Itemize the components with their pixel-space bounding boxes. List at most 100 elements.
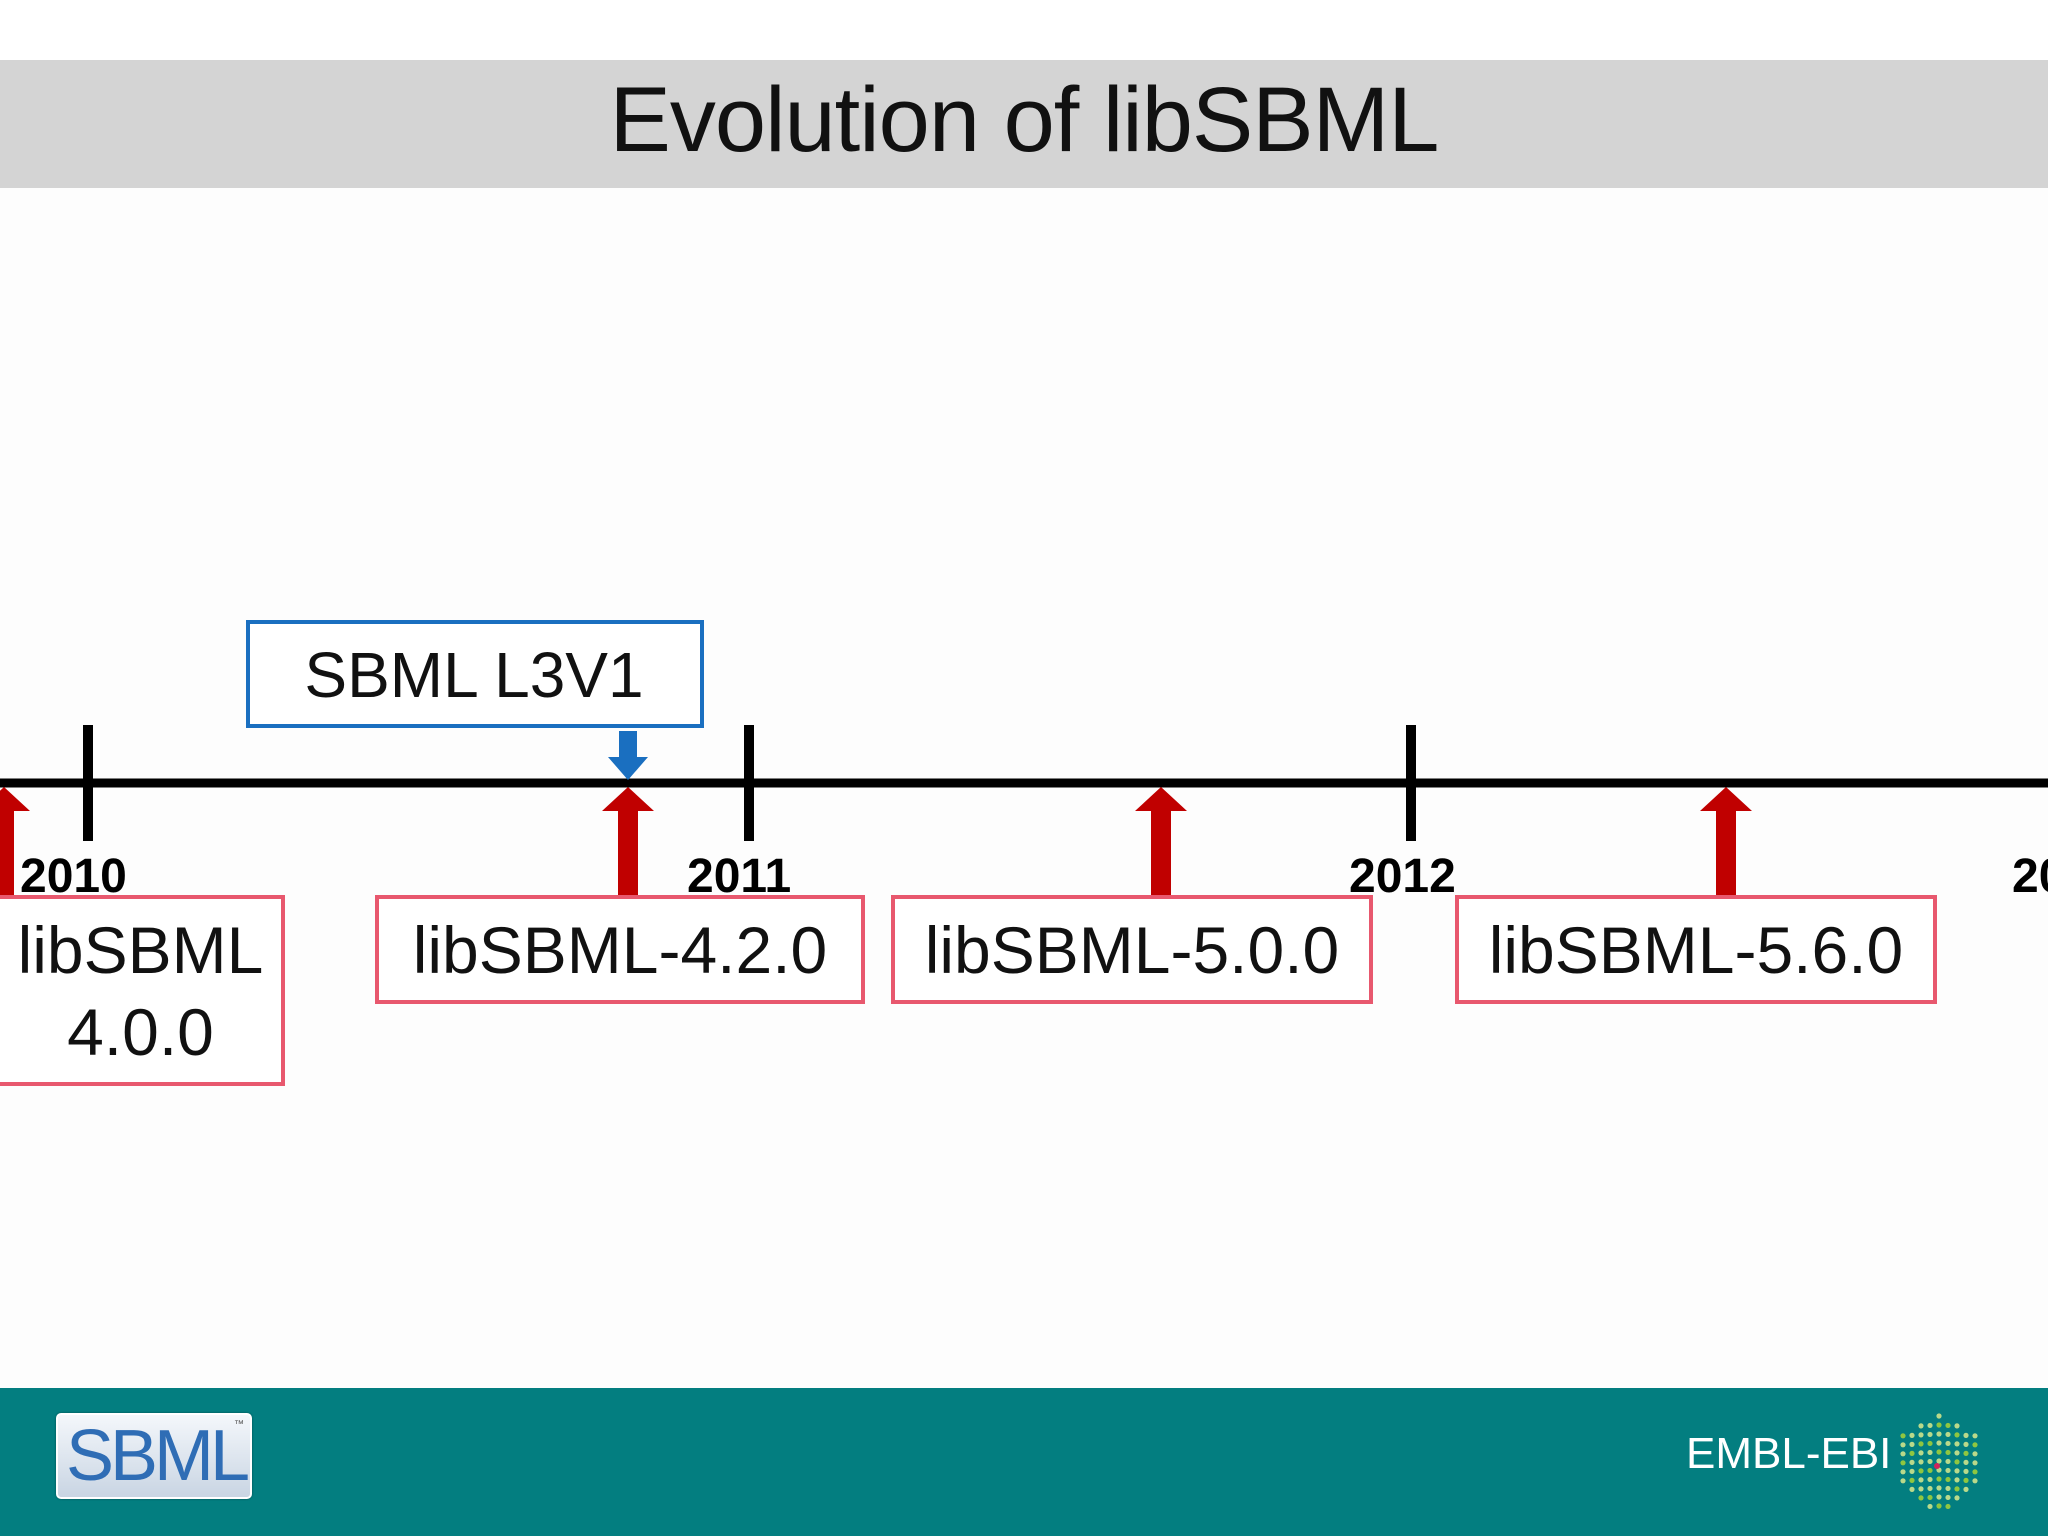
- year-label: 2012: [1349, 850, 1456, 903]
- sbml-logo-text: SBML: [66, 1416, 250, 1496]
- hexagon-dot: [1936, 1422, 1942, 1428]
- hexagon-dot: [1927, 1476, 1933, 1483]
- hexagon-dot: [1963, 1486, 1969, 1492]
- hexagon-dot: [1972, 1451, 1978, 1457]
- hexagon-dot: [1972, 1442, 1978, 1448]
- hexagon-dot: [1927, 1494, 1933, 1501]
- hexagon-dot: [1963, 1477, 1969, 1483]
- hexagon-dot: [1936, 1485, 1942, 1491]
- year-label: 20: [2012, 850, 2048, 903]
- hexagon-dot: [1954, 1495, 1960, 1501]
- hexagon-dot: [1963, 1441, 1969, 1447]
- hexagon-dot: [1963, 1459, 1969, 1465]
- hexagon-dot: [1918, 1486, 1924, 1492]
- release-box: [375, 895, 865, 1004]
- spec-release-arrow: [608, 731, 648, 780]
- hexagon-dot: [1936, 1440, 1942, 1446]
- hexagon-dot: [1927, 1431, 1933, 1438]
- slide-title: Evolution of libSBML: [609, 69, 1440, 171]
- hexagon-dot: [1909, 1477, 1915, 1483]
- year-label: 2010: [20, 850, 127, 903]
- hexagon-dot: [1945, 1494, 1951, 1501]
- hexagon-dot: [1927, 1467, 1933, 1474]
- sbml-logo: SBML ™: [56, 1413, 252, 1499]
- hexagon-dot: [1972, 1433, 1978, 1439]
- hexagon-dot: [1927, 1503, 1933, 1510]
- hexagon-dot: [1909, 1450, 1915, 1456]
- hexagon-dot: [1945, 1503, 1951, 1510]
- hexagon-dot: [1936, 1449, 1942, 1455]
- hexagon-dot: [1918, 1441, 1924, 1447]
- release-label: libSBML: [18, 913, 264, 987]
- hexagon-dot: [1954, 1450, 1960, 1456]
- hexagon-dot: [1927, 1422, 1933, 1429]
- hexagon-dot: [1954, 1477, 1960, 1483]
- hexagon-dot: [1963, 1450, 1969, 1456]
- hexagon-dot: [1918, 1423, 1924, 1429]
- hexagon-dot: [1909, 1459, 1915, 1465]
- hexagon-dot: [1945, 1431, 1951, 1438]
- hexagon-dot: [1936, 1503, 1942, 1509]
- release-arrow: [0, 787, 30, 903]
- hexagon-dot: [1945, 1422, 1951, 1429]
- release-label: 4.0.0: [67, 995, 214, 1069]
- hexagon-dot: [1918, 1432, 1924, 1438]
- hexagon-dot: [1945, 1440, 1951, 1447]
- trademark-mark: ™: [234, 1419, 244, 1430]
- hexagon-dot: [1927, 1449, 1933, 1456]
- release-box: [1455, 895, 1937, 1004]
- hexagon-dot: [1927, 1485, 1933, 1492]
- hexagon-dot: [1936, 1431, 1942, 1437]
- embl-ebi-hexagon-icon: [1900, 1413, 1978, 1510]
- release-label: libSBML-5.0.0: [925, 913, 1340, 987]
- release-box: [0, 895, 285, 1086]
- release-arrow: [1135, 787, 1187, 903]
- hexagon-dot: [1909, 1468, 1915, 1474]
- footer-bar: SBML ™ EMBL-EBI: [0, 1388, 2048, 1536]
- hexagon-accent-dot: [1934, 1463, 1940, 1469]
- hexagon-dot: [1945, 1458, 1951, 1465]
- spec-release-box: [246, 620, 704, 728]
- hexagon-dot: [1936, 1494, 1942, 1500]
- hexagon-dot: [1945, 1449, 1951, 1456]
- hexagon-dot: [1972, 1460, 1978, 1466]
- timeline-diagram: 2010 2011 2012 20 libSBML 4.0.0 libSBML-4.2.0 l…: [0, 620, 2048, 1086]
- hexagon-dot: [1963, 1468, 1969, 1474]
- hexagon-dot: [1900, 1469, 1906, 1475]
- hexagon-dot: [1954, 1486, 1960, 1492]
- release-box: [891, 895, 1373, 1004]
- hexagon-dot: [1945, 1476, 1951, 1483]
- hexagon-dot: [1945, 1467, 1951, 1474]
- hexagon-dot: [1918, 1495, 1924, 1501]
- hexagon-dot: [1918, 1477, 1924, 1483]
- hexagon-dot: [1954, 1423, 1960, 1429]
- hexagon-dot: [1918, 1450, 1924, 1456]
- hexagon-dot: [1900, 1442, 1906, 1448]
- hexagon-dot: [1927, 1440, 1933, 1447]
- spec-release-label: SBML L3V1: [304, 639, 643, 711]
- release-label: libSBML-4.2.0: [413, 913, 828, 987]
- hexagon-dot: [1918, 1468, 1924, 1474]
- hexagon-dot: [1909, 1486, 1915, 1492]
- hexagon-dot: [1954, 1468, 1960, 1474]
- release-label: libSBML-5.6.0: [1489, 913, 1904, 987]
- title-bar: Evolution of libSBML: [0, 60, 2048, 188]
- release-arrow: [602, 787, 654, 903]
- slide-content: 2010 2011 2012 20 libSBML 4.0.0 libSBML-4.2.0 l…: [0, 188, 2048, 1388]
- hexagon-dot: [1972, 1469, 1978, 1475]
- release-arrow: [1700, 787, 1752, 903]
- hexagon-dot: [1909, 1441, 1915, 1447]
- hexagon-dot: [1936, 1458, 1942, 1464]
- hexagon-dot: [1918, 1459, 1924, 1465]
- hexagon-dot: [1936, 1413, 1942, 1419]
- hexagon-dot: [1945, 1485, 1951, 1492]
- hexagon-dot: [1927, 1458, 1933, 1465]
- hexagon-dot: [1900, 1460, 1906, 1466]
- hexagon-dot: [1936, 1476, 1942, 1482]
- hexagon-dot: [1909, 1432, 1915, 1438]
- year-label: 2011: [687, 850, 791, 903]
- hexagon-dot: [1972, 1478, 1978, 1484]
- hexagon-dot: [1954, 1441, 1960, 1447]
- embl-ebi-label: EMBL-EBI: [1686, 1429, 1892, 1478]
- hexagon-dot: [1900, 1478, 1906, 1484]
